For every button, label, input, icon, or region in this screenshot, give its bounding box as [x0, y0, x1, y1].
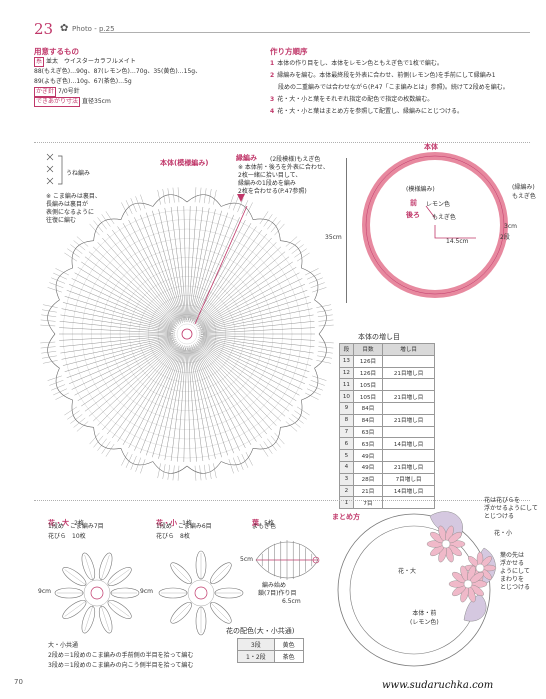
- leaf-start-1: 編み始め: [262, 582, 287, 589]
- method-title: 作り方順序: [270, 47, 308, 56]
- yarn-tag: 糸: [34, 57, 45, 67]
- yarn-amounts-1: 88(もえぎ色)…90g、87(レモン色)…70g、35(黄色)…15g、: [34, 68, 202, 75]
- hook-tag: かぎ針: [34, 87, 57, 97]
- ring-edge-color: もえぎ色: [512, 193, 536, 200]
- increase-table-title: 本体の増し目: [358, 333, 400, 341]
- assembly-diagram: [337, 511, 497, 667]
- yarn-name: 並太 ウイスターカラフルメイト: [46, 58, 136, 65]
- materials-section: 用意するもの 糸並太 ウイスターカラフルメイト 88(もえぎ色)…90g、87(…: [34, 46, 249, 107]
- ring-front-label: 前: [410, 199, 417, 207]
- size-tag: できあがり寸法: [34, 97, 81, 107]
- legend-label: うね編み: [66, 170, 91, 177]
- assembly-leaf-note: 葉の先は 浮かせる ようにして まわりを とじつける: [500, 552, 531, 591]
- main-chart-title: 本体(模様編み): [160, 159, 209, 167]
- assembly-body-label: 本体・前 (レモン色): [410, 610, 439, 626]
- leaf-header: 葉 5枚: [252, 519, 274, 527]
- main-crochet-chart: [40, 187, 334, 481]
- ring-back-label: 後ろ: [406, 211, 420, 219]
- photo-reference: Photo - p.25: [72, 25, 115, 33]
- assembly-large-flower: 花・大: [398, 568, 417, 575]
- leaf-chart: [255, 540, 320, 580]
- page-number: 70: [14, 678, 23, 686]
- stitch-legend-icon: [46, 153, 63, 185]
- leaf-color: よもぎ色: [252, 523, 277, 530]
- ring-edge-label: (縁編み): [512, 184, 535, 191]
- small-flower-r1: 1段め こま編み6目: [156, 523, 212, 530]
- large-flower-size: 9cm: [38, 588, 51, 595]
- header-rule: [100, 32, 530, 33]
- watermark-url: www.sudaruchka.com: [382, 680, 494, 691]
- large-flower-chart: [54, 552, 140, 634]
- section-divider: [34, 142, 530, 143]
- small-flower-chart: [158, 550, 244, 636]
- color-table-title: 花の配色(大・小共通): [226, 627, 295, 635]
- stitch-note: ※ こま編みは裏目、 長編みは裏目が 表側になるように 往復に編む: [46, 193, 101, 224]
- leaf-start-2: 鎖(7目)作り目: [258, 590, 297, 597]
- edge-title: 縁編み: [236, 154, 257, 162]
- flower-icon: ✿: [60, 23, 69, 34]
- ring-front-color: レモン色: [426, 201, 451, 208]
- large-flower-r1: 1段め こま編み7目: [48, 523, 104, 530]
- common-line-2: 3段め＝1段めのこま編みの向こう側半目を拾って編む: [48, 662, 194, 669]
- hook-size: 7/0号針: [58, 88, 80, 95]
- common-line-1: 2段め＝1段めのこま編みの手前側の半目を拾って編む: [48, 652, 194, 659]
- leaf-width: 6.5cm: [282, 598, 301, 605]
- assembly-flower-note: 花は花びらを 浮かせるようにして とじつける: [484, 497, 538, 520]
- large-flower-r2: 花びら 10枚: [48, 533, 86, 540]
- ring-back-color: もえぎ色: [432, 214, 456, 221]
- finished-size: 直径35cm: [82, 98, 111, 105]
- yarn-amounts-2: 89(よもぎ色)…10g、67(茶色)…5g: [34, 78, 132, 85]
- step-item: 段めの二重編みでは合わせながら(P.47「こま編みとは」参照)。続けて2段めを編…: [278, 84, 509, 91]
- edge-note: ※ 本体前・後ろを外表に合わせ、 2枚一緒に拾い目して、 縁編みの1段めを編み …: [238, 164, 329, 195]
- dimension-line: [346, 158, 347, 303]
- ring-title: 本体: [424, 143, 438, 151]
- small-flower-size: 9cm: [140, 588, 153, 595]
- ring-radius: 14.5cm: [446, 238, 469, 245]
- section-divider-2: [34, 500, 530, 501]
- assembly-small-flower: 花・小: [494, 530, 513, 537]
- pattern-number: 23: [34, 20, 54, 38]
- assembly-title: まとめ方: [332, 513, 360, 521]
- materials-title: 用意するもの: [34, 47, 79, 56]
- color-table: 3段黄色 1・2段茶色: [237, 638, 304, 663]
- ring-dimension: 35cm: [325, 234, 342, 241]
- small-flower-r2: 花びら 8枚: [156, 533, 190, 540]
- common-title: 大・小共通: [48, 642, 79, 649]
- ring-diagram: [362, 152, 508, 298]
- large-flower-header: 花・大 2枚: [48, 519, 84, 527]
- ring-edge-rows: 2段: [500, 234, 510, 241]
- leaf-height: 5cm: [240, 556, 253, 563]
- small-flower-header: 花・小 1枚: [156, 519, 192, 527]
- ring-edge-width: 3cm: [504, 223, 517, 230]
- ring-inner-label: (模様編み): [406, 186, 435, 193]
- edge-sub: (2段模様)もえぎ色: [270, 156, 321, 163]
